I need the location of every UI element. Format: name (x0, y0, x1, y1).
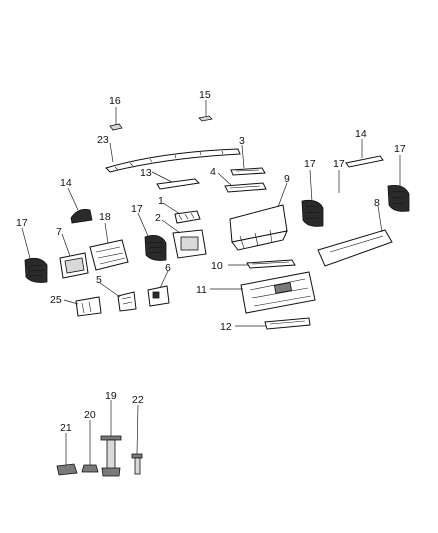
part-8-side-panel (317, 229, 393, 267)
leader-5 (99, 282, 121, 298)
leader-8 (377, 205, 383, 233)
part-9-bezel (229, 204, 288, 251)
callout-8: 8 (374, 197, 380, 209)
callout-16: 16 (109, 95, 121, 107)
callout-17-mid: 17 (304, 158, 316, 170)
callout-23: 23 (97, 134, 109, 146)
callout-18: 18 (99, 211, 111, 223)
callout-17-far-right: 17 (394, 143, 406, 155)
part-12-tray (264, 317, 311, 330)
leader-9 (277, 182, 288, 208)
leader-17-center (137, 212, 149, 237)
callout-1: 1 (158, 195, 164, 207)
part-5-bracket (117, 291, 137, 312)
leader-22 (136, 404, 139, 455)
callout-22: 22 (132, 394, 144, 406)
leader-23 (109, 142, 114, 163)
leader-25 (63, 299, 79, 305)
callout-2: 2 (155, 212, 161, 224)
callout-10: 10 (211, 260, 223, 272)
part-25-bracket (75, 296, 102, 317)
leader-1 (162, 202, 181, 215)
callout-15: 15 (199, 89, 211, 101)
callout-20: 20 (84, 409, 96, 421)
part-10-strip (246, 259, 296, 269)
leader-7 (61, 233, 71, 257)
callout-13: 13 (140, 167, 152, 179)
part-14-strip-right (345, 155, 384, 168)
leader-3 (241, 144, 245, 169)
part-1-bracket (174, 210, 201, 224)
part-21-clip (56, 463, 78, 476)
callout-14-left: 14 (60, 177, 72, 189)
callout-14-right: 14 (355, 128, 367, 140)
part-19-bolt (100, 435, 122, 477)
callout-17-plain: 17 (333, 158, 345, 170)
part-17-vent-far-right (387, 184, 410, 212)
callout-7: 7 (56, 226, 62, 238)
part-2-frame (172, 229, 207, 259)
part-15-clip (198, 115, 213, 122)
part-4-panel (224, 182, 267, 193)
part-17-vent-center (144, 235, 167, 261)
part-17-vent-far-left (24, 257, 48, 283)
part-17-vent-right-mid (301, 199, 324, 227)
callout-9: 9 (284, 173, 290, 185)
callout-6: 6 (165, 262, 171, 274)
leader-13 (151, 171, 173, 183)
part-11-console (240, 271, 316, 314)
part-22-screw (131, 453, 143, 475)
callout-25: 25 (50, 294, 62, 306)
callout-11: 11 (196, 284, 207, 296)
leader-14-left (67, 187, 79, 211)
part-13-center-trim (156, 178, 201, 190)
part-18-duct (89, 239, 129, 271)
callout-3: 3 (239, 135, 245, 147)
callout-17-center: 17 (131, 203, 143, 215)
leader-17-mid (309, 169, 313, 203)
callout-4: 4 (210, 166, 216, 178)
part-7-vent-housing (59, 252, 89, 279)
part-6-bracket (147, 285, 170, 307)
callout-5: 5 (96, 274, 102, 286)
leader-18 (104, 222, 109, 244)
leader-6 (159, 270, 169, 289)
callout-12: 12 (220, 321, 232, 333)
leader-2 (161, 219, 181, 234)
part-23-top-trim (105, 148, 241, 173)
callout-19: 19 (105, 390, 117, 402)
part-14-cover-left (70, 208, 93, 224)
leader-17-far-left (21, 227, 31, 259)
part-20-nut (81, 464, 99, 473)
leader-4 (217, 172, 233, 187)
callout-17-far-left: 17 (16, 217, 28, 229)
callout-21: 21 (60, 422, 72, 434)
part-3-trim (230, 167, 266, 176)
